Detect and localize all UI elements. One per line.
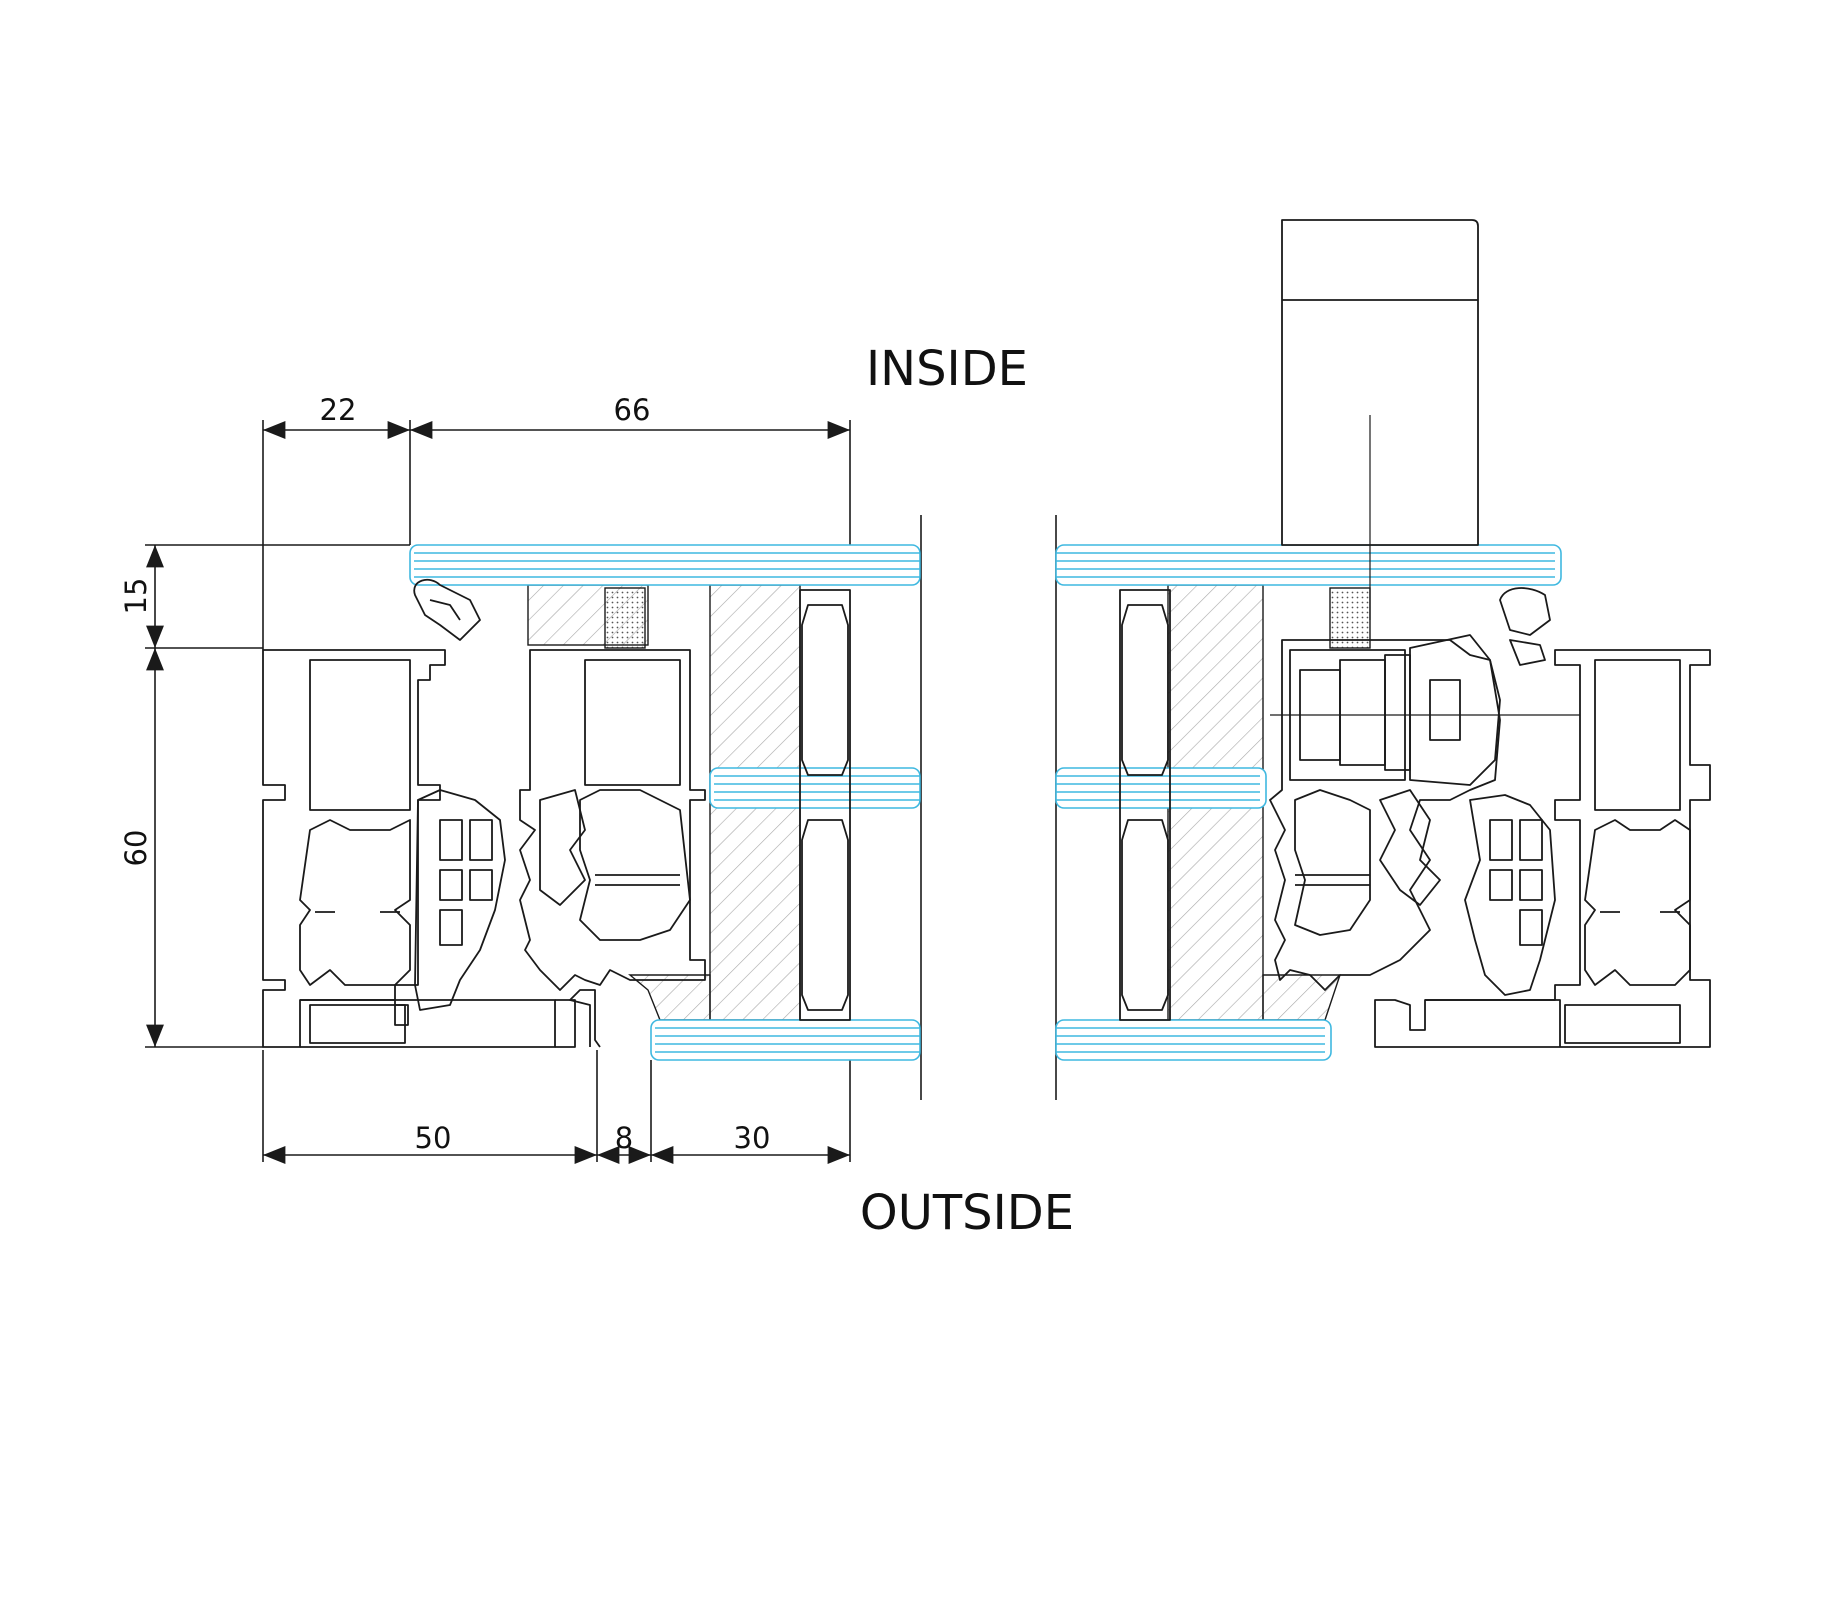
inside-label: INSIDE xyxy=(866,341,1028,397)
dim-66: 66 xyxy=(614,393,651,427)
dim-30: 30 xyxy=(734,1121,771,1155)
dim-60: 60 xyxy=(119,830,153,867)
right-frame-profile xyxy=(1119,219,1711,1048)
dim-8: 8 xyxy=(615,1121,633,1155)
dim-15: 15 xyxy=(119,578,153,615)
dimension-lines xyxy=(145,420,851,1164)
left-frame-profile xyxy=(262,578,851,1048)
glass-panes xyxy=(409,544,1562,1061)
dim-22: 22 xyxy=(320,393,357,427)
outside-label: OUTSIDE xyxy=(860,1185,1074,1241)
section-break-lines xyxy=(920,515,1057,1100)
dim-50: 50 xyxy=(415,1121,452,1155)
